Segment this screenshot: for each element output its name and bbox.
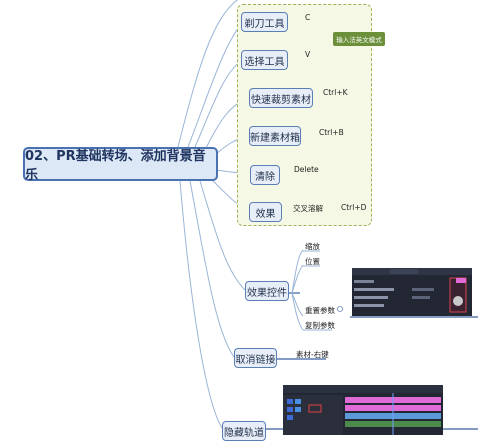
clear-shortcut: Delete xyxy=(294,165,319,174)
node-effect-controls[interactable]: 效果控件 xyxy=(245,281,289,301)
node-select-tool[interactable]: 选择工具 xyxy=(241,50,288,70)
label-reset-params: 重置参数 xyxy=(305,306,335,315)
new-bin-shortcut: Ctrl+B xyxy=(319,128,344,137)
node-quick-trim[interactable]: 快速裁剪素材 xyxy=(249,88,313,108)
node-clear[interactable]: 清除 xyxy=(250,165,280,185)
timeline-screenshot xyxy=(283,385,443,435)
label-position: 位置 xyxy=(305,257,320,266)
effect-shortcut: Ctrl+D xyxy=(341,203,367,212)
node-hide-track[interactable]: 隐藏轨道 xyxy=(222,421,266,441)
node-effect[interactable]: 效果 xyxy=(249,202,282,222)
root-node[interactable]: 02、PR基础转场、添加背景音乐 xyxy=(23,147,218,183)
quick-trim-shortcut: Ctrl+K xyxy=(323,88,348,97)
group-note: 输入法英文模式 xyxy=(333,32,385,46)
node-razor-tool[interactable]: 剃刀工具 xyxy=(241,12,288,32)
node-new-bin[interactable]: 新建素材箱 xyxy=(249,126,301,146)
timeline-screenshot-art xyxy=(283,385,443,435)
label-copy-params: 复制参数 xyxy=(305,321,335,330)
effect-cross-dissolve: 交叉溶解 xyxy=(293,204,323,213)
label-scale: 缩放 xyxy=(305,242,320,251)
label-unlink-note: 素材-右键 xyxy=(296,350,329,359)
effect-controls-screenshot-art xyxy=(352,268,472,313)
node-unlink[interactable]: 取消链接 xyxy=(234,348,277,368)
effect-controls-screenshot xyxy=(352,268,472,316)
razor-shortcut: C xyxy=(305,13,311,22)
select-shortcut: V xyxy=(305,50,311,59)
